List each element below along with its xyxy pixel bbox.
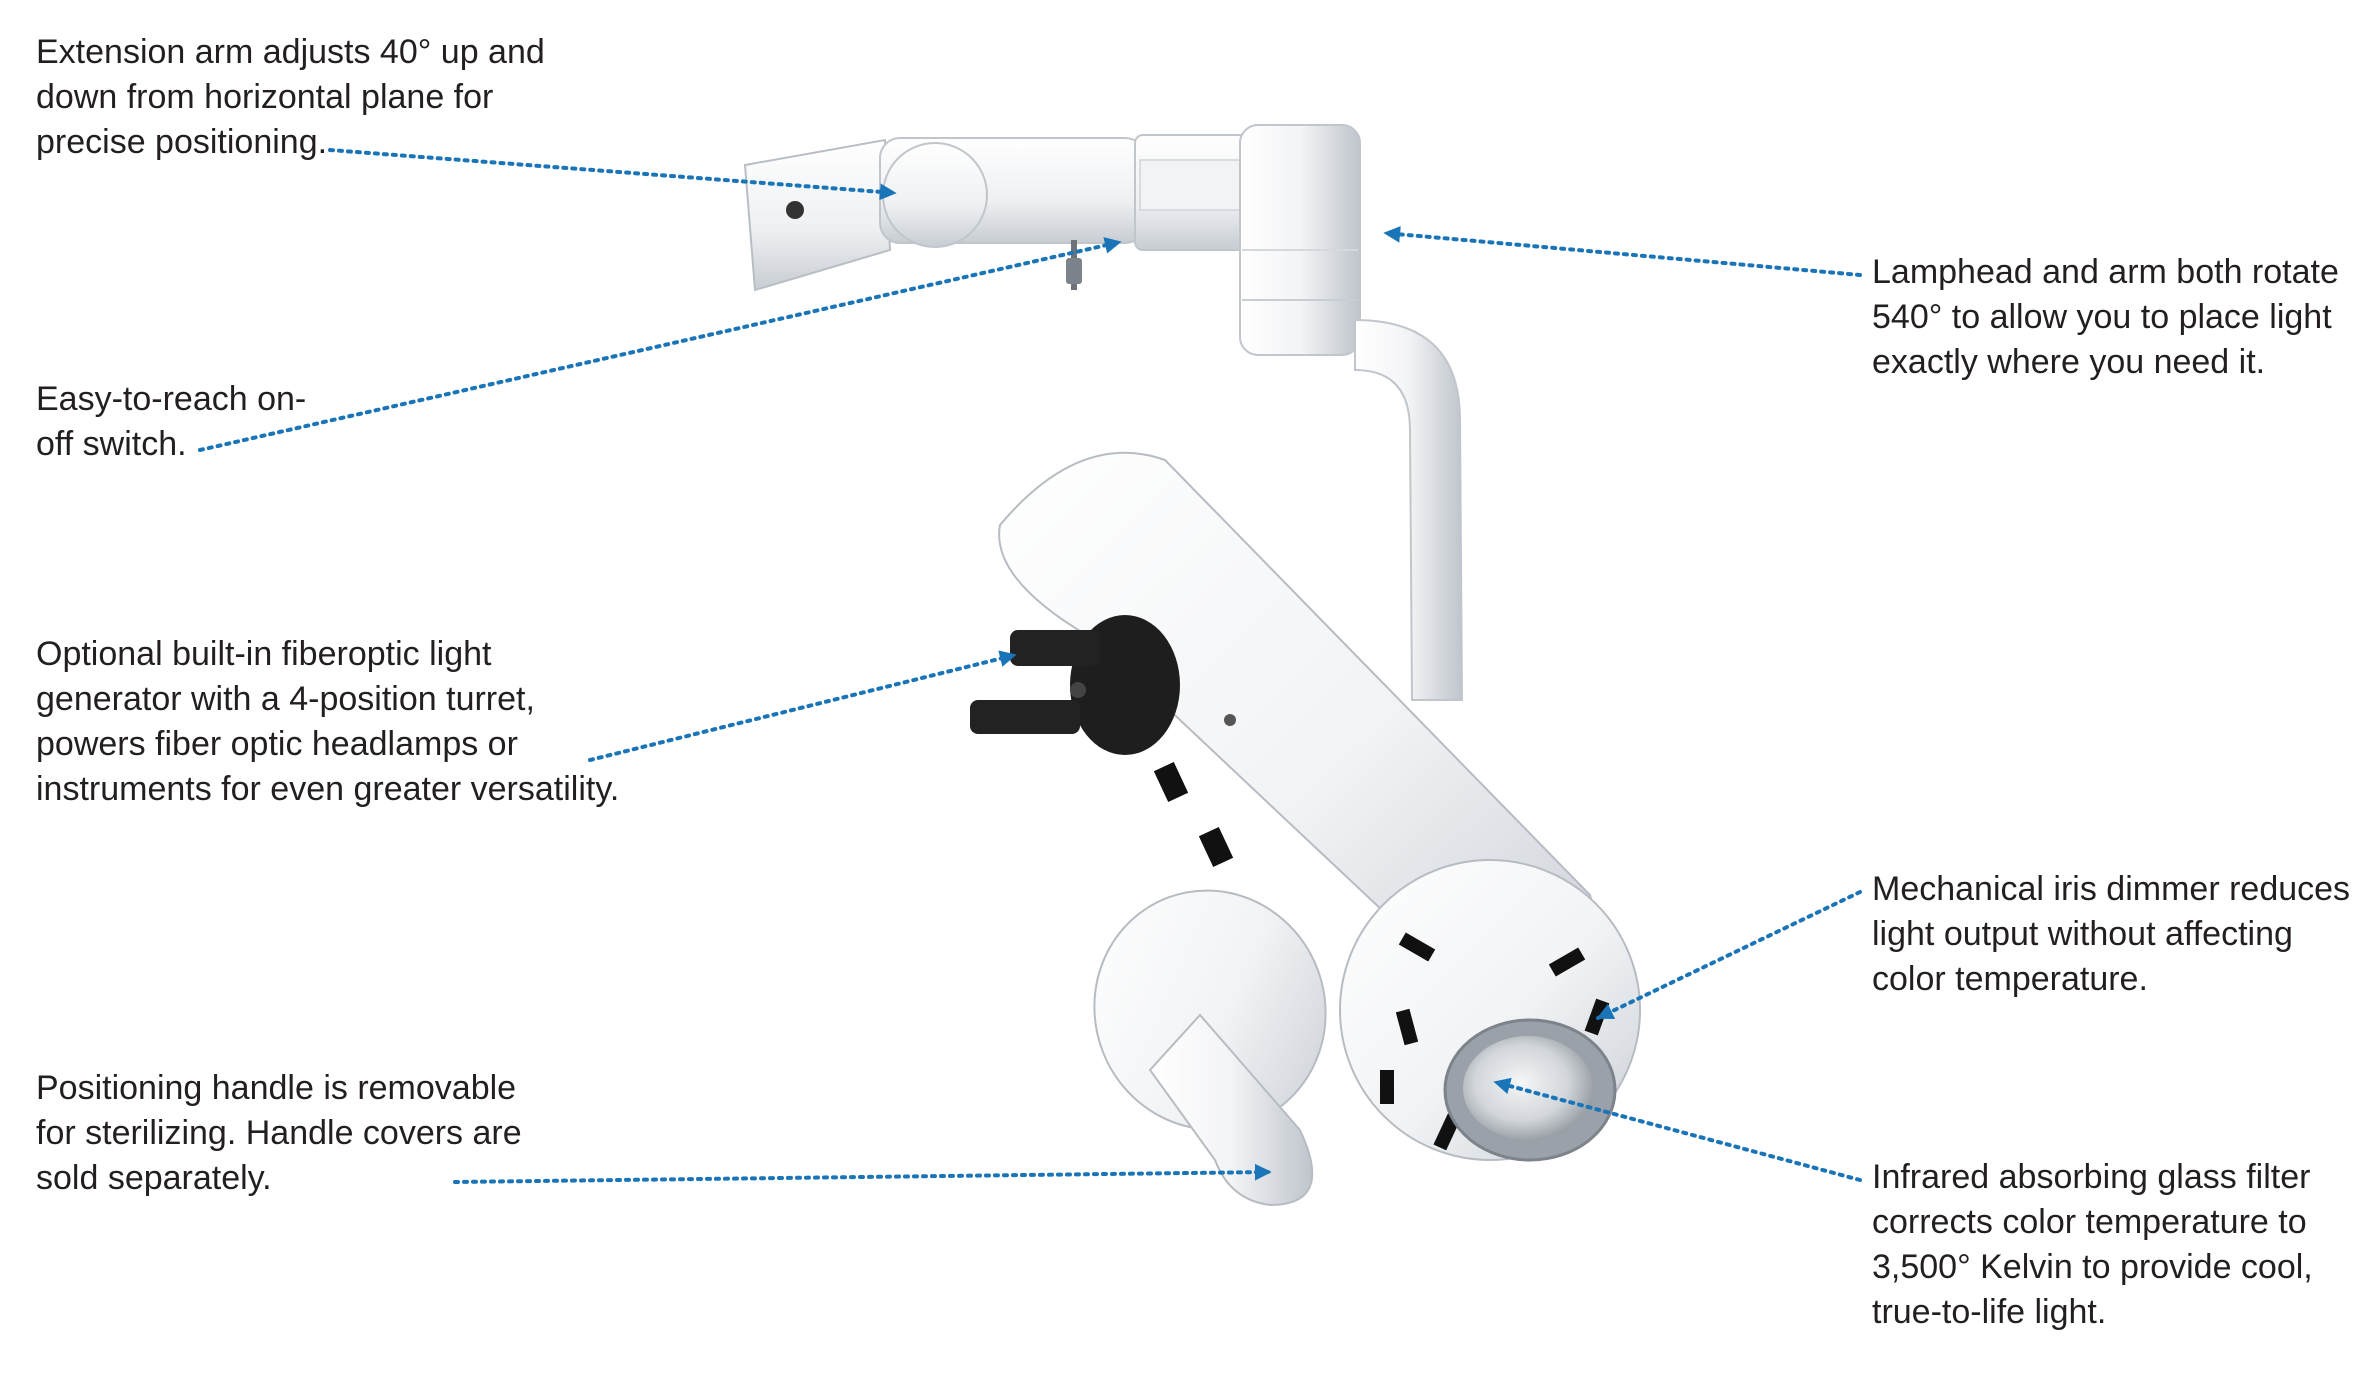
callout-handle: Positioning handle is removable for ster… xyxy=(36,1066,522,1201)
callout-line: powers fiber optic headlamps or xyxy=(36,725,518,763)
callout-line: light output without affecting xyxy=(1872,915,2293,953)
leader-filter xyxy=(1493,1077,1862,1182)
callout-rotate: Lamphead and arm both rotate 540° to all… xyxy=(1872,250,2339,385)
callout-filter: Infrared absorbing glass filter corrects… xyxy=(1872,1155,2313,1335)
callout-iris: Mechanical iris dimmer reduces light out… xyxy=(1872,867,2350,1002)
callout-line: Extension arm adjusts 40° up and xyxy=(36,33,545,71)
leader-fiberoptic xyxy=(588,650,1017,762)
callout-line: Optional built-in fiberoptic light xyxy=(36,635,492,673)
yoke-arm xyxy=(1354,318,1464,701)
callout-line: Positioning handle is removable xyxy=(36,1069,517,1107)
callout-line: precise positioning. xyxy=(36,123,328,161)
callout-line: Lamphead and arm both rotate xyxy=(1872,253,2339,291)
callout-line: Mechanical iris dimmer reduces xyxy=(1872,870,2351,908)
body-vents xyxy=(1153,761,1234,868)
callout-line: Easy-to-reach on- xyxy=(36,380,307,418)
callout-line: down from horizontal plane for xyxy=(36,78,494,116)
leader-switch xyxy=(198,237,1122,452)
callout-line: Infrared absorbing glass filter xyxy=(1872,1158,2311,1196)
callout-line: exactly where you need it. xyxy=(1872,343,2266,381)
callout-line: true-to-life light. xyxy=(1872,1293,2107,1331)
leader-iris xyxy=(1596,890,1862,1020)
callout-line: 540° to allow you to place light xyxy=(1872,298,2332,336)
on-off-switch xyxy=(1066,240,1082,290)
callout-line: generator with a 4-position turret, xyxy=(36,680,535,718)
callout-line: for sterilizing. Handle covers are xyxy=(36,1114,522,1152)
callout-line: 3,500° Kelvin to provide cool, xyxy=(1872,1248,2313,1286)
rotation-joint xyxy=(1239,124,1361,356)
positioning-handle xyxy=(1093,889,1327,1207)
callout-line: corrects color temperature to xyxy=(1872,1203,2307,1241)
leader-extension-arm xyxy=(328,148,897,201)
callout-line: color temperature. xyxy=(1872,960,2148,998)
leader-rotate xyxy=(1383,225,1862,277)
fiberoptic-turret xyxy=(970,615,1180,755)
callout-line: instruments for even greater versatility… xyxy=(36,770,620,808)
callout-line: off switch. xyxy=(36,425,187,463)
leader-handle xyxy=(453,1163,1272,1184)
callout-line: sold separately. xyxy=(36,1159,272,1197)
extension-arm xyxy=(743,134,1251,292)
callout-fiberoptic: Optional built-in fiberoptic light gener… xyxy=(36,632,619,812)
callout-switch: Easy-to-reach on- off switch. xyxy=(36,377,306,467)
callout-extension-arm: Extension arm adjusts 40° up and down fr… xyxy=(36,30,545,165)
